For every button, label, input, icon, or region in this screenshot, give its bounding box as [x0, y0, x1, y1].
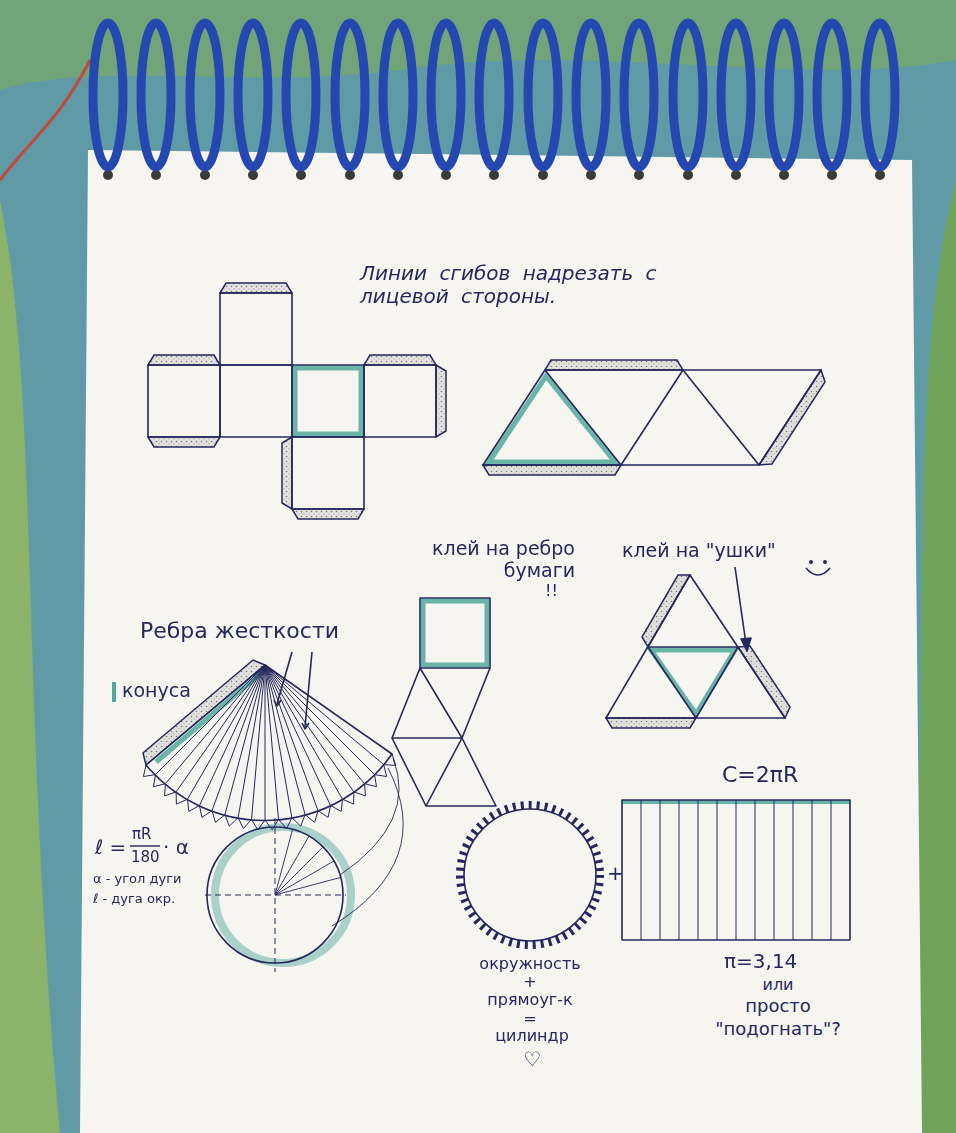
heart-symbol: ♡	[523, 1048, 541, 1071]
formula-legend: ℓ - дуга окр.	[93, 892, 175, 907]
cylinder-equation: окружность	[479, 955, 580, 973]
fold-note: Линии сгибов надрезать с лицевой стороны…	[360, 262, 700, 308]
formula-numerator: πR	[132, 826, 151, 843]
exclamation-mark: !!	[545, 582, 558, 600]
formula-part: · α	[163, 836, 189, 859]
cylinder-equation: +	[523, 973, 536, 991]
cylinder-equation: цилиндр	[495, 1027, 569, 1045]
glue-tabs-note: клей на "ушки"	[622, 540, 776, 562]
pi-note: "подогнать"?	[715, 1019, 841, 1040]
stiffening-ribs-label: Ребра жесткости	[140, 618, 339, 643]
cone-label: конуса	[122, 680, 191, 702]
glue-note: клей на ребро бумаги	[410, 538, 575, 582]
formula-part: ℓ =	[95, 836, 126, 859]
cylinder-equation: прямоуг-к	[487, 991, 572, 1009]
pi-value: π=3,14	[724, 950, 797, 973]
circumference-formula: C=2πR	[722, 762, 798, 787]
cylinder-equation: =	[523, 1010, 536, 1028]
formula-legend: α - угол дуги	[93, 872, 181, 887]
plus-sign: +	[607, 862, 624, 885]
pi-note: просто	[745, 996, 811, 1017]
formula-denominator: 180	[131, 849, 160, 866]
pi-note: или	[762, 976, 793, 994]
